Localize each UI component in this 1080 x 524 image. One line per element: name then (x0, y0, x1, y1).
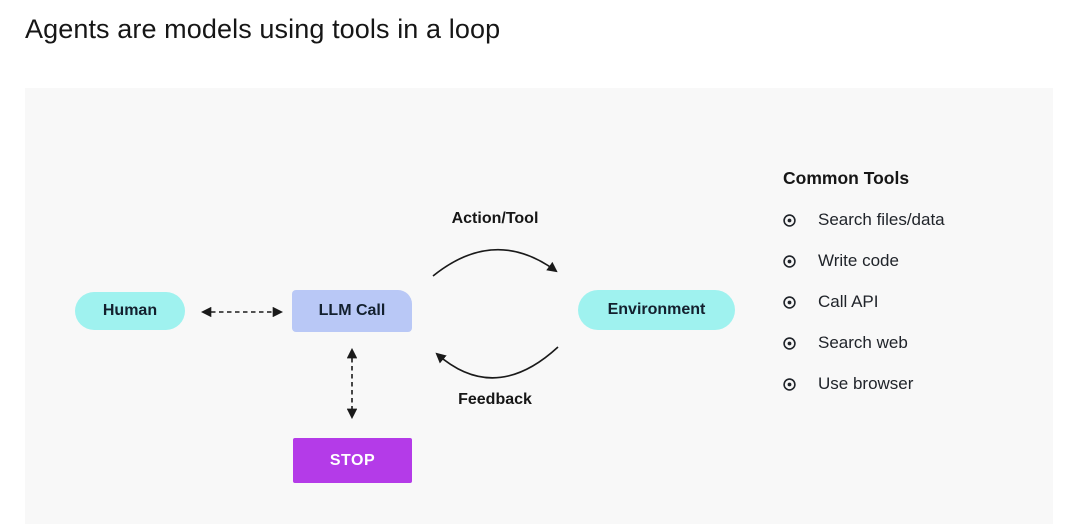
list-item-write-code: Write code (783, 249, 1023, 273)
common-tools-panel: Common Tools Search files/data Write cod… (783, 168, 1023, 413)
node-environment-label: Environment (607, 301, 706, 318)
target-bullet-icon (783, 254, 796, 268)
tool-label: Write code (818, 251, 899, 270)
node-environment: Environment (578, 290, 735, 330)
list-item-call-api: Call API (783, 290, 1023, 314)
target-bullet-icon (783, 377, 796, 391)
diagram-panel: Human LLM Call Environment STOP Action/T… (25, 88, 1053, 524)
edge-feedback-arrow (435, 346, 559, 379)
node-llm-call: LLM Call (292, 290, 412, 332)
node-human-label: Human (102, 302, 158, 319)
list-item-use-browser: Use browser (783, 372, 1023, 396)
node-llm-call-label: LLM Call (318, 302, 386, 319)
tool-label: Use browser (818, 374, 914, 393)
node-stop: STOP (293, 438, 412, 483)
page-title: Agents are models using tools in a loop (25, 14, 501, 44)
target-bullet-icon (783, 336, 796, 350)
node-stop-label: STOP (329, 451, 376, 469)
tool-label: Search web (818, 333, 908, 352)
list-item-search-web: Search web (783, 331, 1023, 355)
tool-label: Call API (818, 292, 879, 311)
tool-label: Search files/data (818, 210, 945, 229)
target-bullet-icon (783, 213, 796, 227)
node-human: Human (75, 292, 185, 330)
edge-label-action: Action/Tool (451, 210, 539, 227)
common-tools-heading: Common Tools (783, 168, 910, 188)
list-item-search-files: Search files/data (783, 208, 1023, 232)
edge-label-feedback: Feedback (458, 391, 532, 408)
edge-action-arrow (432, 248, 558, 277)
target-bullet-icon (783, 295, 796, 309)
